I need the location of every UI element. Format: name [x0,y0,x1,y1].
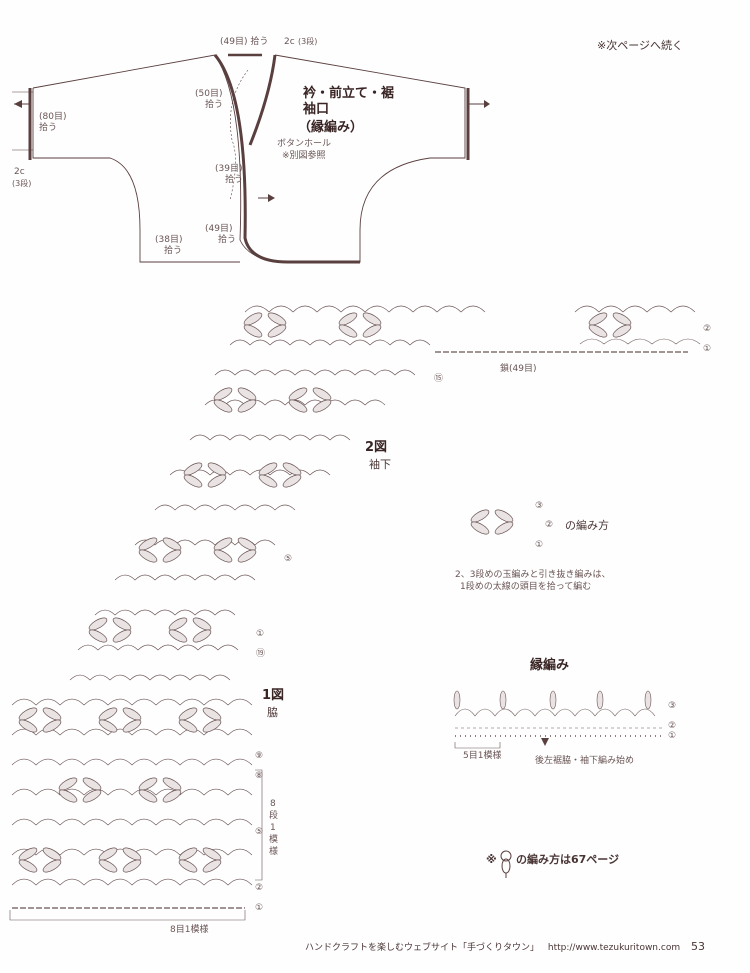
leaf-motifs [18,312,632,873]
continued-note: ※次ページへ続く [597,39,683,52]
label-mid-50-pick: 拾う [205,100,224,110]
edging-row-2: ② [668,721,677,731]
chart1-row-5: ⑤ [255,827,264,837]
motif-row-1: ① [535,540,544,550]
label-mid-39: (39目) [215,164,243,174]
chart2-row-19: ⑲ [256,649,266,659]
edging-repeat-label: 5目1模様 [463,751,502,761]
chart2-title: 2図 [365,440,388,455]
footer-site-text: ハンドクラフトを楽しむウェブサイト「手づくりタウン」 [305,943,540,953]
label-mid-39-pick: 拾う [225,175,244,185]
footer-url[interactable]: http://www.tezukuritown.com [547,943,681,953]
edging-row-1: ① [668,731,677,741]
label-low-49-pick: 拾う [218,235,237,245]
label-top-3dan: (3段) [298,37,318,46]
chart2-row-1b: ① [256,629,265,639]
label-left-2c: 2c [14,167,25,177]
chart2-chain-label: 鎖(49目) [500,364,537,374]
label-buttonhole-ref: ※別図参照 [282,151,326,161]
jacket-title-line1: 衿・前立て・裾 [303,86,395,101]
motif-row-2: ② [545,520,554,530]
label-left-3dan: (3段) [12,179,32,188]
edging-row-3: ③ [668,701,677,711]
jacket-outline [32,54,466,263]
chart1-row-8: ⑧ [255,771,264,781]
label-mid-50: (50目) [195,89,223,99]
label-low-49: (49目) [205,224,233,234]
chart1-repeat-rows-4: 模 [269,835,279,845]
method-note-text: の編み方は67ページ [516,853,620,866]
label-top-2c: 2c [284,37,295,47]
motif-legend-text: の編み方 [565,519,609,532]
chart1-row-2: ② [255,883,264,893]
chart1-row-1: ① [255,903,264,913]
chart1-repeat-rows-2: 段 [269,811,279,821]
label-buttonhole: ボタンホール [277,139,332,149]
edging-title: 縁編み [530,658,570,673]
ball-stitch-symbol [500,850,512,878]
chart1-row-9: ⑨ [255,751,264,761]
label-bottom-38-pick: 拾う [164,246,183,256]
edging-stitches [453,690,665,749]
chart2-row-2: ② [703,324,712,334]
front-band [213,54,360,264]
edging-start-label: 後左裾脇・袖下編み始め [535,756,635,766]
chart1-repeat-rows-3: 1 [270,823,276,833]
jacket-title-line2: 袖口 [303,102,330,117]
footer: ハンドクラフトを楽しむウェブサイト「手づくりタウン」 http://www.te… [305,940,705,953]
page-number: 53 [690,940,705,953]
motif-note-line2: 1段めの太線の頭目を拾って編む [460,582,592,592]
label-left-80-pick: 拾う [39,123,58,133]
chart1-repeat-label: 8目1模様 [170,925,209,935]
motif-note-line1: 2、3段めの玉編みと引き抜き編みは、 [455,570,611,580]
chart2-row-5: ⑤ [284,554,293,564]
label-left-80: (80目) [39,112,67,122]
chart2-row-15: ⑮ [434,374,444,384]
chart1-repeat-rows-5: 様 [269,847,279,857]
chart2-row-1: ① [703,344,712,354]
motif-row-3: ③ [535,501,544,511]
chart1-repeat-rows-1: 8 [270,799,276,809]
label-top-49: (49目) 拾う [220,37,269,47]
method-note-prefix: ※ [486,853,497,866]
chart2-subtitle: 袖下 [369,458,391,471]
jacket-title-line3: （縁編み） [298,120,364,135]
label-bottom-38: (38目) [155,235,183,245]
chart2-stitches [69,305,701,681]
chart1-title: 1図 [262,688,285,703]
chart1-subtitle: 脇 [267,706,278,719]
